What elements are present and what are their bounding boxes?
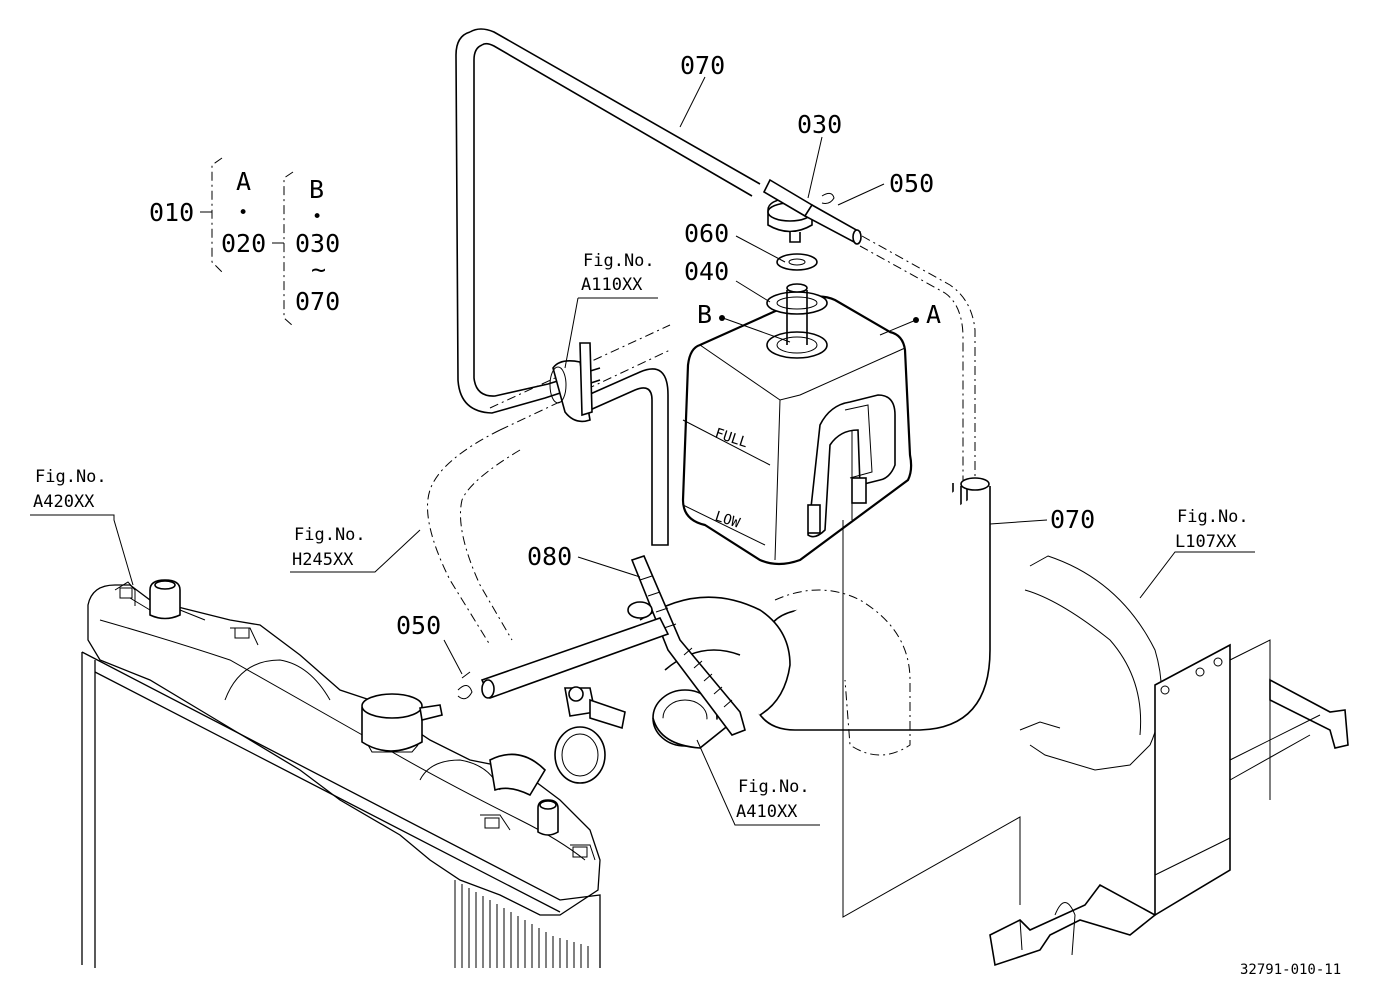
small-hose-050 bbox=[457, 617, 670, 700]
drawing-id: 32791-010-11 bbox=[1240, 962, 1341, 978]
callout-030: 030 bbox=[797, 110, 842, 139]
drain-pipe bbox=[842, 520, 1021, 918]
tank-low-mark: LOW bbox=[713, 509, 743, 532]
assembly-legend bbox=[200, 157, 294, 327]
radiator-cap bbox=[361, 693, 443, 753]
callout-050-mid: 050 bbox=[396, 611, 441, 640]
callout-070-top: 070 bbox=[680, 51, 725, 80]
figref-a420-line1: Fig.No. bbox=[35, 467, 107, 487]
radiator-outlet-neck bbox=[537, 799, 559, 836]
legend-b-title: B bbox=[309, 175, 324, 204]
figref-a410-line2: A410XX bbox=[736, 802, 798, 822]
legend-b-to-070: 070 bbox=[295, 287, 340, 316]
reserve-tank: FULL LOW bbox=[681, 295, 913, 566]
leader-lines bbox=[30, 76, 1255, 826]
ref-marker-a: A bbox=[926, 300, 941, 329]
figref-a110-line2: A110XX bbox=[581, 275, 643, 295]
figref-a110-line1: Fig.No. bbox=[583, 251, 655, 271]
figref-h245-line2: H245XX bbox=[292, 550, 354, 570]
legend-a-title: A bbox=[236, 167, 251, 196]
ref-marker-b: B bbox=[697, 300, 712, 329]
legend-a-item-020: 020 bbox=[221, 229, 266, 258]
callout-040: 040 bbox=[684, 257, 729, 286]
legend-b-dot: • bbox=[312, 207, 322, 227]
hose-clamp-a110 bbox=[549, 342, 593, 423]
bracket-l107 bbox=[989, 555, 1349, 967]
tank-cap-stack bbox=[762, 178, 862, 345]
legend-b-from-030: 030 bbox=[295, 229, 340, 258]
figref-a420-line2: A420XX bbox=[33, 492, 95, 512]
legend-root-010: 010 bbox=[149, 198, 194, 227]
phantom-hose-h245 bbox=[427, 324, 671, 646]
radiator-hose-a410 bbox=[639, 589, 911, 756]
radiator-filler-neck bbox=[129, 579, 206, 621]
figref-l107-line1: Fig.No. bbox=[1177, 507, 1249, 527]
figref-l107-line2: L107XX bbox=[1175, 532, 1237, 552]
callout-050-top: 050 bbox=[889, 169, 934, 198]
figref-h245-line1: Fig.No. bbox=[294, 525, 366, 545]
hose-clamp bbox=[554, 686, 626, 784]
radiator-fins bbox=[454, 880, 589, 968]
legend-a-dot: • bbox=[238, 203, 248, 223]
overflow-hose-070 bbox=[455, 28, 976, 480]
radiator-assembly bbox=[81, 579, 601, 968]
legend-b-tilde: ~ bbox=[311, 255, 326, 284]
callout-060: 060 bbox=[684, 219, 729, 248]
figref-a410-line1: Fig.No. bbox=[738, 777, 810, 797]
band-080 bbox=[627, 555, 746, 736]
callout-070-right: 070 bbox=[1050, 505, 1095, 534]
callout-080: 080 bbox=[527, 542, 572, 571]
